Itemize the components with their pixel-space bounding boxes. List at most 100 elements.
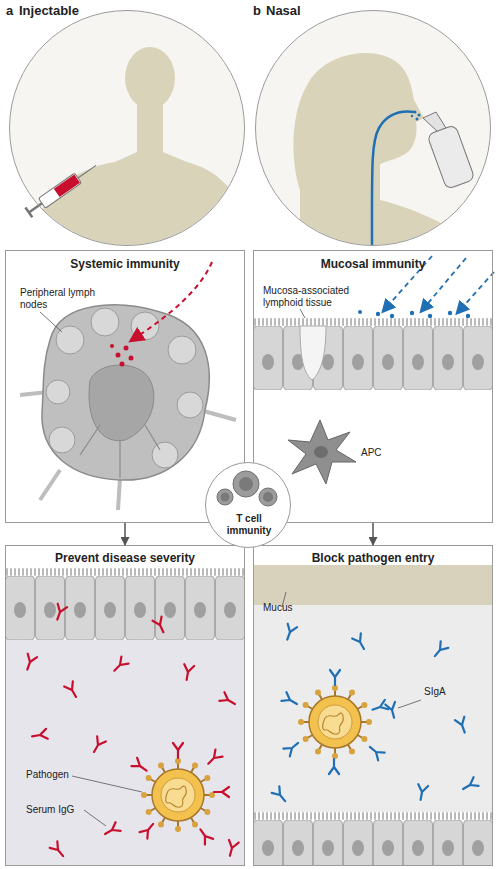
medulla [89,365,154,441]
apc-nucleus [314,446,328,458]
node-label: SIgA [424,686,446,698]
flow-arrow [372,523,374,545]
spray-droplet [418,114,421,117]
vaccine-path-arrow [135,262,212,338]
node-title: Block pathogen entry [254,551,492,565]
igg-antibody [103,822,121,838]
igg-antibody [205,750,223,768]
leader-line [84,810,106,826]
node-label: Serum IgG [26,804,74,816]
spray-droplet [414,111,417,114]
antigen-dot [124,346,129,351]
t-cell-nucleus [221,493,230,502]
follicle [131,312,159,340]
airway-lumen [254,605,492,812]
t-cell [259,488,277,506]
secretory-iga [272,624,479,805]
panel-box: Block pathogen entryMucusSIgA [253,545,493,866]
plunger-flange [25,207,32,217]
igg-antibody [31,729,48,741]
t-cell [233,471,259,497]
iga-antibody [272,786,289,804]
antigen-dot [129,356,134,361]
antigen-dot [110,344,114,348]
iga-antibody [367,743,385,760]
igg-antibody [225,840,239,857]
needle [78,165,96,178]
node-label: Mucosa-associated lymphoid tissue [263,285,383,309]
epithelium [254,326,492,390]
antigen-dots [110,344,134,367]
microvilli [254,812,492,820]
igg-antibody [64,681,80,699]
head [125,47,175,109]
panel-circle: bNasal [255,10,491,246]
syringe [25,160,99,217]
antigen-dot [376,312,380,316]
follicle [49,427,75,453]
medullary-cord [80,425,160,478]
person-figure [30,47,255,250]
node-label: Injectable [19,3,79,19]
node-title: Mucosal immunity [254,257,492,271]
m-cell-pocket [300,326,326,380]
igg-antibody [173,743,183,758]
spray-droplet [411,115,413,117]
iga-antibody [416,784,428,801]
igg-antibody [131,758,149,775]
igg-antibody [219,692,237,708]
iga-antibody [431,641,448,659]
node-label: Mucus [263,602,292,614]
node-title: a [6,3,13,19]
node-label: Nasal [266,3,301,19]
leader-line [300,309,305,318]
follicle [177,392,203,418]
leader-line [40,312,62,332]
node-title: T cell immunity [214,513,284,537]
panel-circle: aInjectable [9,10,245,246]
igg-antibody [153,617,168,635]
node-title: b [253,3,261,19]
antigen-dots [358,310,470,318]
igg-antibody [140,821,157,839]
antigen-dot [428,314,432,318]
panel-box: Systemic immunityPeripheral lymph nodes [5,250,245,523]
vaccine-liquid [54,174,80,197]
igg-antibody [111,657,129,675]
igg-antibody [90,736,106,754]
follicle [152,442,178,468]
node-title: Prevent disease severity [6,551,244,565]
antigen-dot [116,353,121,358]
node-label: Peripheral lymph nodes [20,287,100,311]
antigen-arrow [424,258,466,308]
iga-antibody [352,633,368,651]
iga-antibody [455,717,470,735]
igg-antibody [23,654,38,672]
igg-antibody [196,827,213,845]
iga-antibody [330,670,340,685]
pathogen [298,685,372,759]
person-profile [293,53,480,250]
iga-antibody [329,759,339,774]
iga-antibody [385,702,399,719]
panel-box: Mucosal immunityMucosa-associated lympho… [253,250,493,523]
antigen-dot [358,310,362,314]
antigen-dot [410,311,414,315]
t-cell [217,489,233,505]
spray-bottle [427,125,475,190]
panel-box: Prevent disease severityPathogenSerum Ig… [5,545,245,866]
epithelium [6,576,244,640]
igg-antibody [214,787,229,797]
antigen-dot [466,314,470,318]
iga-antibody [283,739,301,756]
antigen-dot [448,311,452,315]
lymph-node [20,305,236,510]
mucus-layer [254,565,492,605]
epithelium [254,820,492,865]
antigen-dot [120,362,125,367]
microvilli [6,568,244,576]
node-capsule [42,305,209,480]
